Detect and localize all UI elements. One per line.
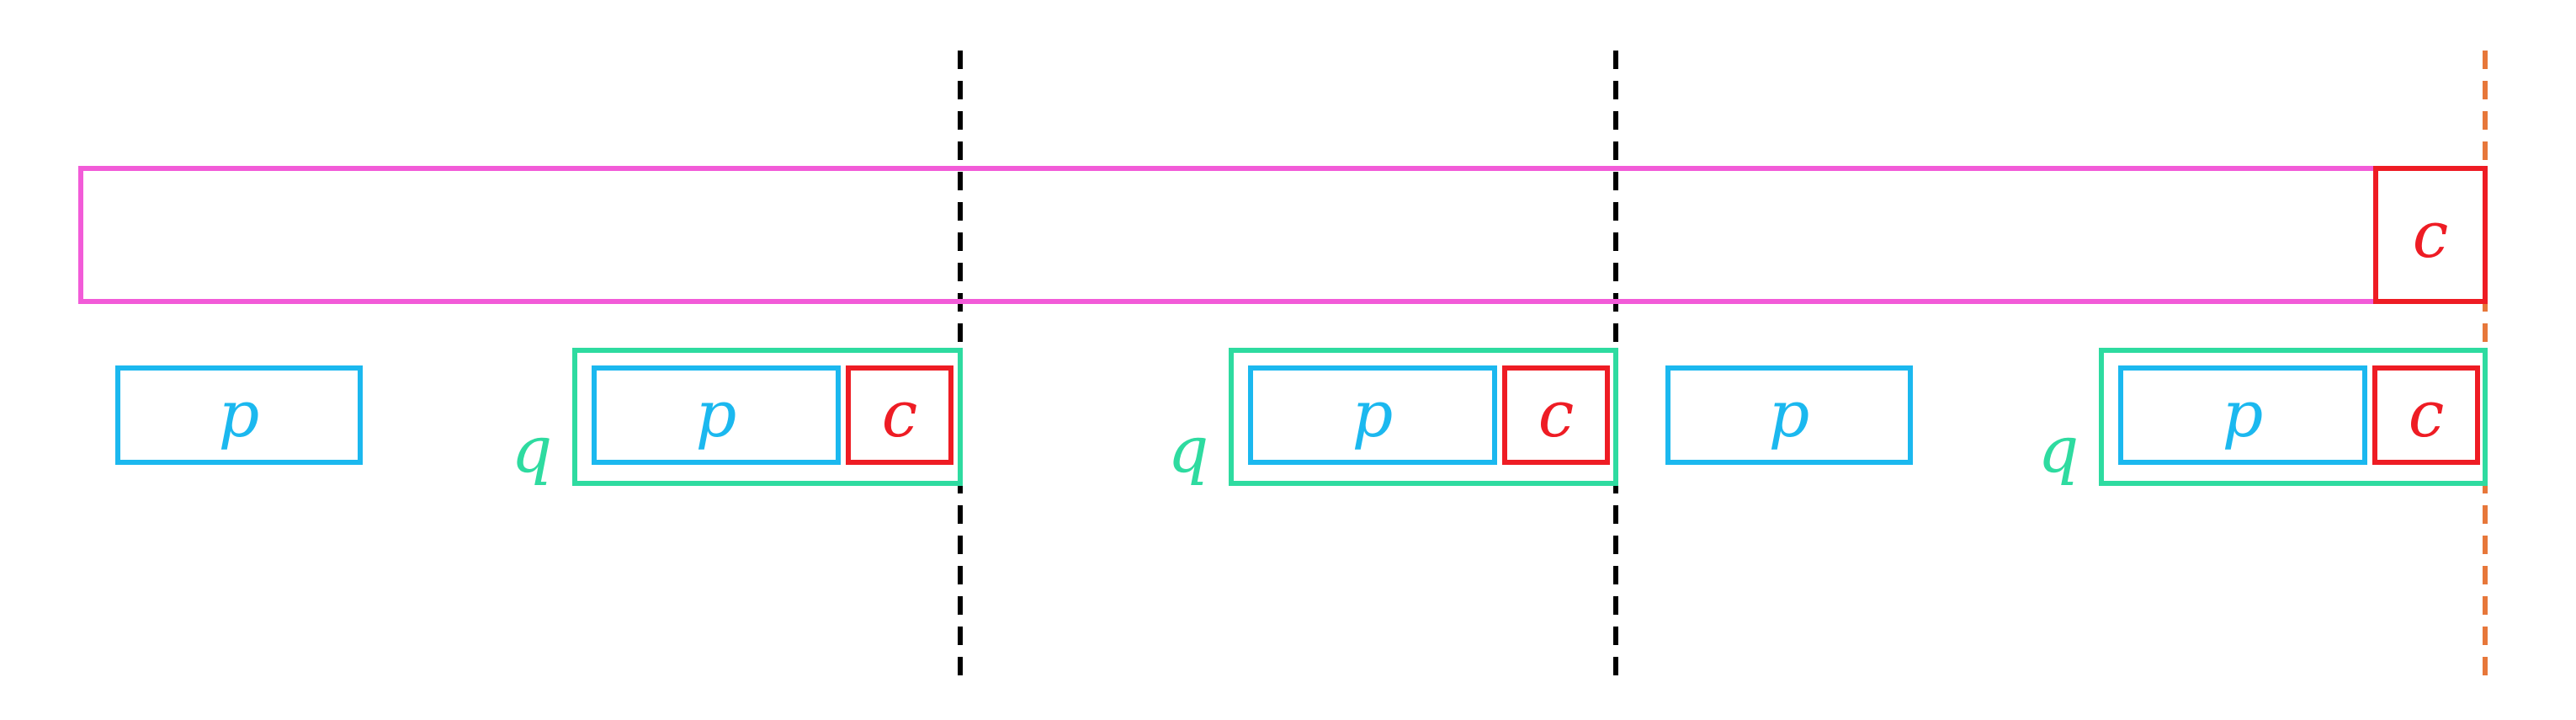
c-label-group-3: c bbox=[2409, 376, 2445, 451]
q-box-3 bbox=[2099, 348, 2488, 486]
p-label-group-2: p bbox=[1352, 376, 1394, 451]
c-box-group-1 bbox=[846, 365, 953, 465]
p-box-group-3 bbox=[2118, 365, 2367, 465]
q-label-1: q bbox=[512, 412, 553, 487]
top-c-box bbox=[2373, 166, 2488, 304]
top-c-label: c bbox=[2413, 197, 2449, 272]
p-label-standalone-1: p bbox=[219, 376, 260, 451]
p-label-standalone-2: p bbox=[1769, 376, 1810, 451]
p-box-group-2 bbox=[1248, 365, 1497, 465]
c-box-group-2 bbox=[1502, 365, 1610, 465]
q-box-1 bbox=[572, 348, 963, 486]
q-label-3: q bbox=[2038, 412, 2079, 487]
p-label-group-1: p bbox=[696, 376, 737, 451]
p-label-group-3: p bbox=[2223, 376, 2264, 451]
p-box-standalone-2 bbox=[1665, 365, 1913, 465]
c-label-group-2: c bbox=[1538, 376, 1575, 451]
p-box-group-1 bbox=[592, 365, 841, 465]
q-box-2 bbox=[1229, 348, 1618, 486]
c-label-group-1: c bbox=[882, 376, 918, 451]
c-box-group-3 bbox=[2372, 365, 2480, 465]
top-outer-bar bbox=[78, 166, 2488, 304]
p-box-standalone-1 bbox=[115, 365, 363, 465]
q-label-2: q bbox=[1168, 412, 1209, 487]
